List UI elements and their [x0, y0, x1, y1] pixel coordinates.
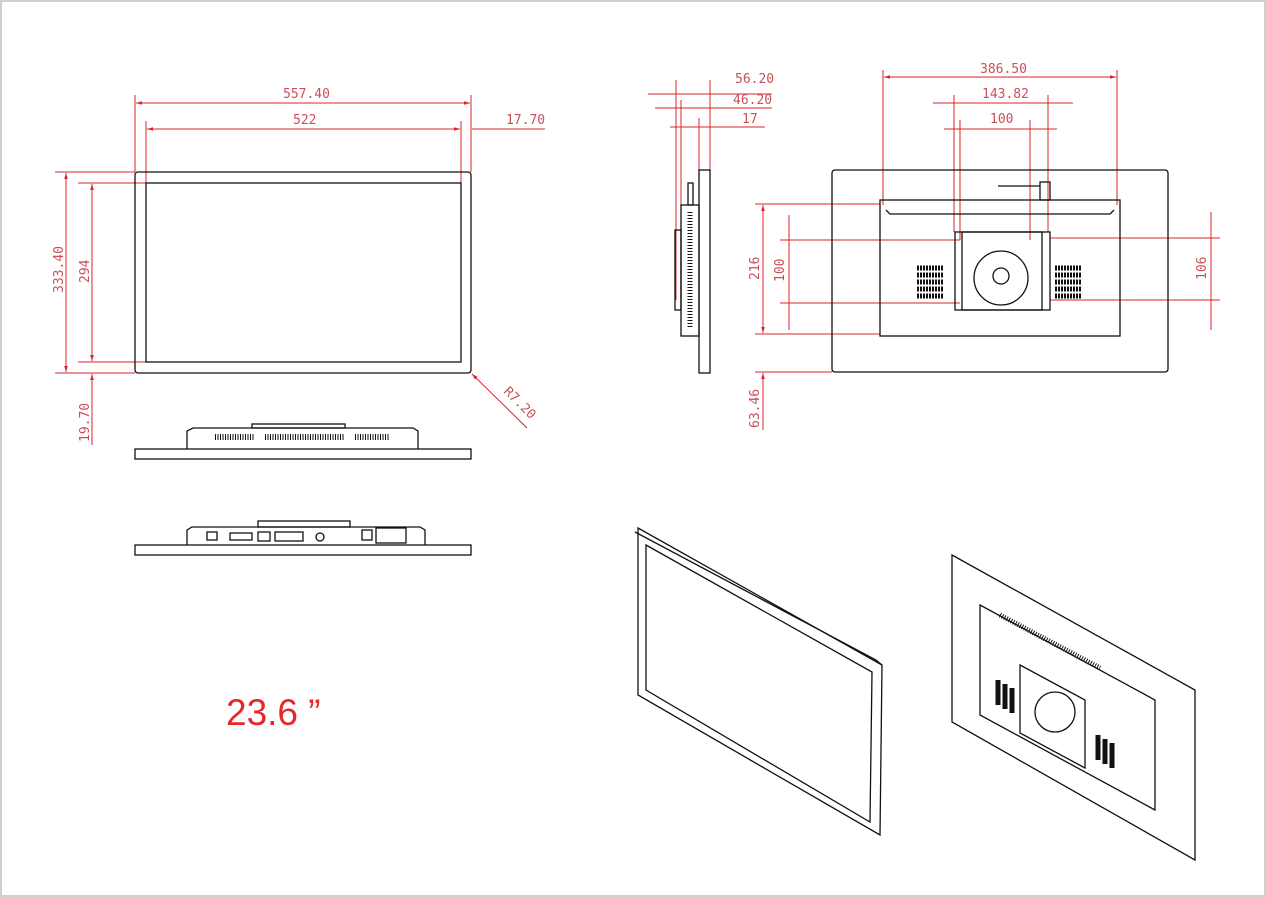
iso-back-view [951, 553, 1196, 862]
dim-front-width-inner [145, 121, 545, 183]
front-screen [145, 182, 462, 363]
label-depth-total: 56.20 [735, 72, 774, 87]
label-housing-height: 216 [748, 257, 763, 280]
label-height-inner: 294 [78, 259, 93, 283]
label-height-outer: 333.40 [52, 246, 67, 293]
label-bezel-side: 17.70 [506, 113, 545, 128]
side-view [674, 169, 711, 374]
label-radius: R7.20 [500, 384, 538, 422]
dim-back [755, 70, 1220, 430]
dim-front-width-outer [134, 95, 472, 172]
label-vesa-v: 100 [773, 259, 788, 282]
label-width-outer: 557.40 [283, 87, 330, 102]
front-bezel [134, 171, 472, 374]
label-depth-panel: 17 [742, 112, 758, 127]
label-plate-height: 106 [1195, 257, 1210, 280]
back-view [831, 169, 1169, 373]
label-vesa-h: 100 [990, 112, 1013, 127]
label-width-inner: 522 [293, 113, 316, 128]
dim-front-height [55, 171, 146, 445]
label-plate-width: 143.82 [982, 87, 1029, 102]
label-housing-width: 386.50 [980, 62, 1027, 77]
dim-radius [471, 373, 528, 429]
bottom-view-2 [134, 520, 472, 556]
iso-front-view [634, 526, 883, 837]
label-bezel-bottom: 19.70 [78, 403, 93, 442]
label-bottom-offset: 63.46 [748, 389, 763, 428]
bottom-view-1 [134, 423, 472, 460]
screen-size-title: 23.6 ” [226, 692, 321, 733]
dim-side [648, 80, 772, 300]
label-depth-housing: 46.20 [733, 93, 772, 108]
